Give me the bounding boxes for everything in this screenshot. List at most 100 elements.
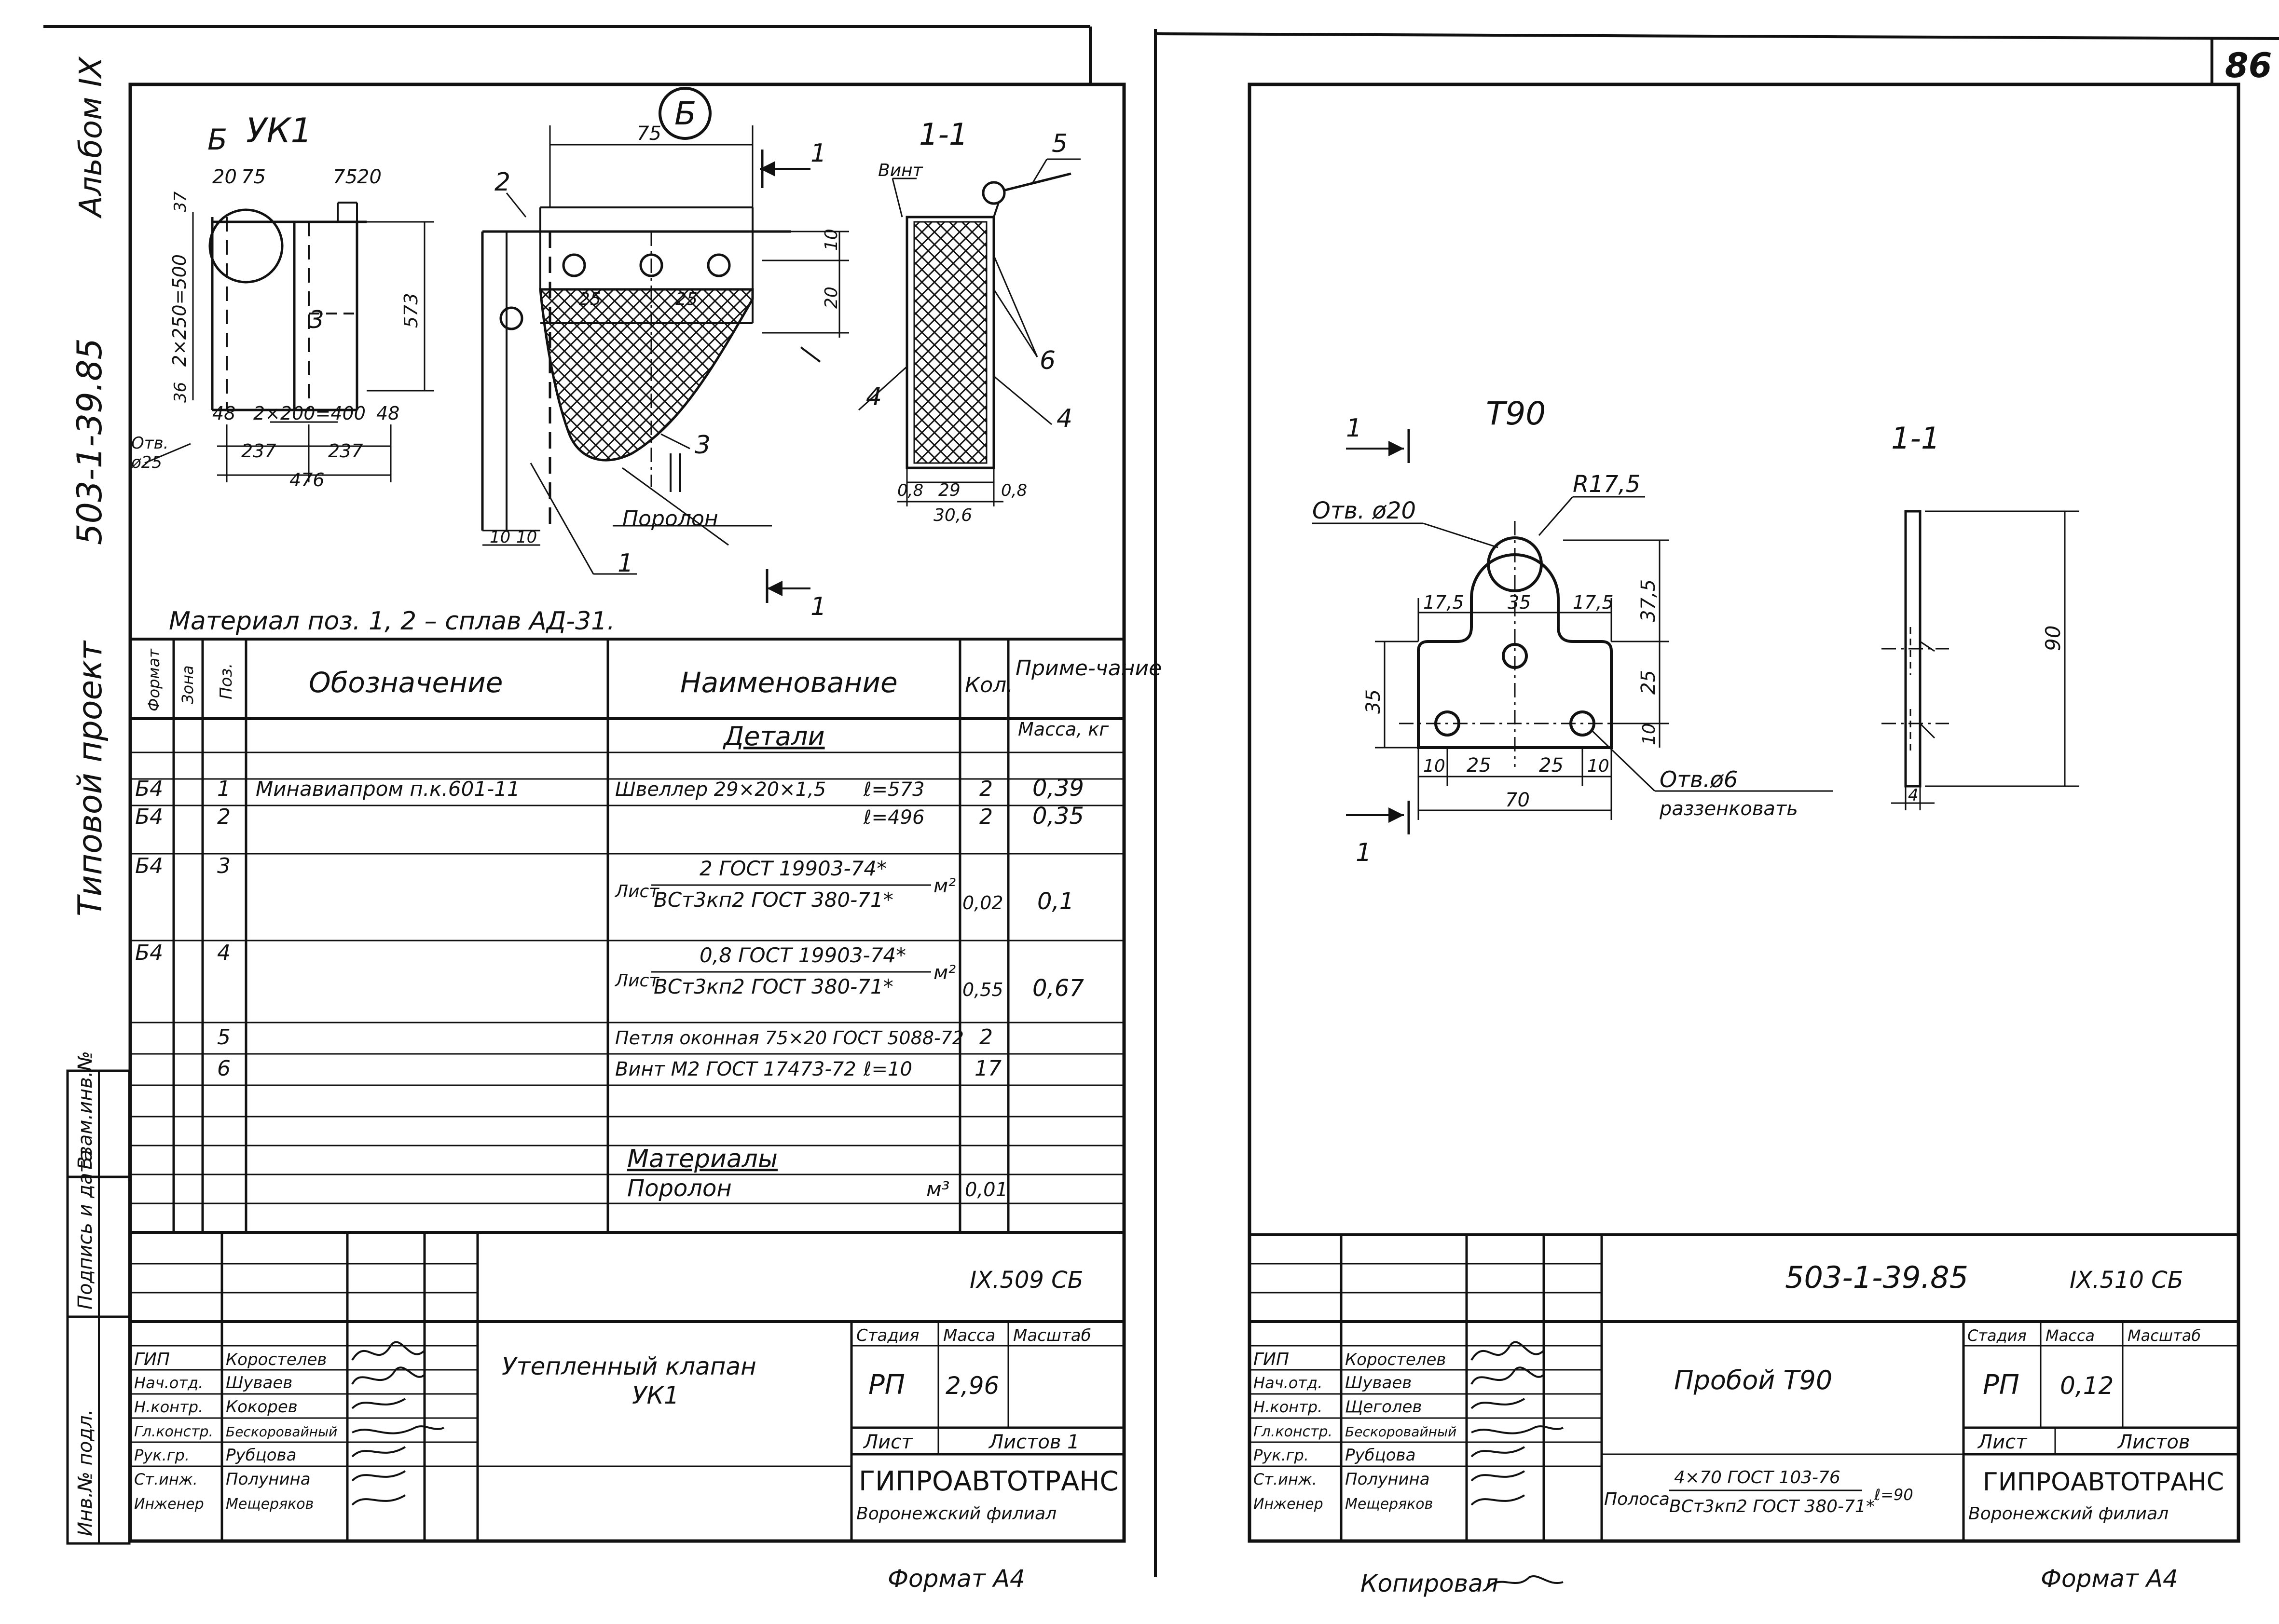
stamp-field-2: Подпись и дата (74, 1150, 96, 1310)
svg-text:Ст.инж.: Ст.инж. (1253, 1470, 1317, 1488)
svg-text:м²: м² (934, 962, 956, 984)
countersink-label: раззенковать (1659, 798, 1798, 820)
svg-text:Н.контр.: Н.контр. (134, 1398, 203, 1416)
view-title-t90: Т90 (1486, 395, 1546, 432)
svg-text:Ст.инж.: Ст.инж. (134, 1470, 198, 1488)
svg-text:Воронежский филиал: Воронежский филиал (856, 1504, 1057, 1524)
svg-text:ℓ=10: ℓ=10 (863, 1058, 912, 1080)
svg-text:Листов: Листов (2117, 1431, 2190, 1453)
svg-text:Мещеряков: Мещеряков (226, 1496, 314, 1513)
svg-text:ГИП: ГИП (1253, 1350, 1289, 1369)
section-1-1-right (1881, 510, 2079, 810)
radius-label: R17,5 (1573, 471, 1640, 498)
svg-text:Лист: Лист (1977, 1431, 2028, 1453)
detail-ref-b: Б (674, 95, 696, 132)
svg-text:37: 37 (171, 191, 190, 212)
svg-text:м²: м² (934, 875, 956, 897)
svg-text:2,96: 2,96 (946, 1372, 999, 1400)
spec-table-text: Формат Зона Поз. Обозначение Наименовани… (135, 648, 1162, 1202)
svg-text:Отв.: Отв. (131, 434, 168, 453)
svg-text:0,1: 0,1 (1037, 888, 1074, 915)
svg-text:1: 1 (810, 592, 826, 621)
svg-text:Нач.отд.: Нач.отд. (134, 1374, 203, 1392)
section-title-left: 1-1 (919, 117, 968, 152)
svg-text:70: 70 (1505, 789, 1530, 811)
format-right: Формат А4 (2041, 1565, 2178, 1593)
title-block-left (130, 1231, 1124, 1541)
svg-text:0,01: 0,01 (965, 1179, 1008, 1201)
svg-text:Мещеряков: Мещеряков (1345, 1496, 1433, 1513)
svg-text:5: 5 (217, 1025, 231, 1050)
svg-text:Бескоровайный: Бескоровайный (226, 1424, 337, 1440)
svg-text:РП: РП (1983, 1369, 2019, 1401)
svg-text:48: 48 (212, 403, 235, 424)
svg-text:0,55: 0,55 (962, 979, 1003, 1000)
svg-text:2: 2 (979, 1025, 993, 1050)
doc-code-right: 503-1-39.85 (1785, 1260, 1968, 1295)
svg-text:Рубцова: Рубцова (1345, 1446, 1415, 1465)
svg-text:573: 573 (400, 293, 422, 328)
svg-text:237: 237 (328, 440, 363, 462)
svg-text:Гл.констр.: Гл.констр. (134, 1423, 213, 1440)
svg-text:90: 90 (2041, 626, 2065, 651)
svg-text:Винт М2 ГОСТ 17473-72: Винт М2 ГОСТ 17473-72 (615, 1058, 856, 1080)
svg-text:Масса, кг: Масса, кг (1018, 719, 1109, 740)
svg-text:Н.контр.: Н.контр. (1253, 1398, 1322, 1416)
svg-text:Масса: Масса (2046, 1326, 2095, 1345)
svg-text:2: 2 (494, 168, 510, 197)
svg-text:10: 10 (1587, 756, 1609, 776)
foam-label-detail: Поролон (622, 506, 718, 531)
section-title-right: 1-1 (1891, 421, 1940, 456)
svg-text:10: 10 (822, 229, 841, 251)
svg-text:6: 6 (217, 1056, 231, 1081)
sheet-code-right: IX.510 СБ (2070, 1267, 2183, 1294)
svg-text:5: 5 (1052, 129, 1068, 158)
svg-text:Б4: Б4 (135, 777, 163, 801)
svg-text:Стадия: Стадия (1967, 1326, 2027, 1345)
svg-text:ℓ=573: ℓ=573 (863, 778, 924, 801)
svg-text:Б4: Б4 (135, 805, 163, 829)
svg-text:1: 1 (618, 549, 633, 578)
svg-text:Наименование: Наименование (680, 666, 898, 699)
svg-text:6: 6 (1040, 346, 1056, 375)
svg-text:Лист: Лист (614, 971, 659, 991)
svg-text:Кокорев: Кокорев (226, 1397, 298, 1417)
title-block-right (1249, 1233, 2238, 1541)
svg-text:29: 29 (938, 480, 961, 500)
svg-text:Инженер: Инженер (134, 1496, 204, 1513)
svg-text:75: 75 (637, 123, 661, 145)
left-frame (128, 82, 1126, 1543)
svg-text:25: 25 (579, 289, 601, 309)
section-1-1-left (858, 158, 1081, 506)
svg-text:17: 17 (975, 1056, 1002, 1081)
svg-text:Обозначение: Обозначение (309, 666, 503, 699)
svg-text:Листов 1: Листов 1 (988, 1431, 1080, 1453)
svg-text:4×70 ГОСТ 103-76: 4×70 ГОСТ 103-76 (1674, 1468, 1840, 1488)
svg-text:75: 75 (333, 166, 357, 188)
svg-text:Полунина: Полунина (1345, 1470, 1430, 1489)
svg-text:Швеллер 29×20×1,5: Швеллер 29×20×1,5 (615, 778, 826, 801)
svg-text:0,39: 0,39 (1032, 775, 1084, 802)
sheet-frame: 86 (43, 25, 2279, 1577)
svg-text:Петля оконная 75×20 ГОСТ 5088-: Петля оконная 75×20 ГОСТ 5088-72 (615, 1027, 964, 1049)
svg-text:3: 3 (309, 306, 324, 334)
svg-text:2: 2 (979, 805, 993, 829)
svg-text:4: 4 (217, 941, 231, 965)
signatures-left (351, 1341, 444, 1506)
svg-text:Коростелев: Коростелев (1345, 1350, 1446, 1369)
svg-text:1: 1 (1346, 414, 1362, 443)
svg-text:Лист: Лист (863, 1431, 913, 1453)
svg-text:0,35: 0,35 (1032, 803, 1084, 830)
svg-text:0,67: 0,67 (1032, 975, 1084, 1002)
detail-b (481, 87, 849, 603)
stamp-field-3: Инв.№ подл. (74, 1409, 96, 1536)
svg-text:48: 48 (376, 403, 399, 424)
svg-text:2×250=500: 2×250=500 (169, 254, 190, 367)
svg-text:20: 20 (357, 166, 382, 188)
svg-text:2 ГОСТ 19903-74*: 2 ГОСТ 19903-74* (700, 857, 887, 880)
svg-text:ГИП: ГИП (134, 1350, 170, 1369)
svg-text:Приме-чание: Приме-чание (1016, 656, 1162, 681)
svg-text:35: 35 (1362, 689, 1385, 714)
svg-text:2×200=400: 2×200=400 (253, 403, 366, 424)
